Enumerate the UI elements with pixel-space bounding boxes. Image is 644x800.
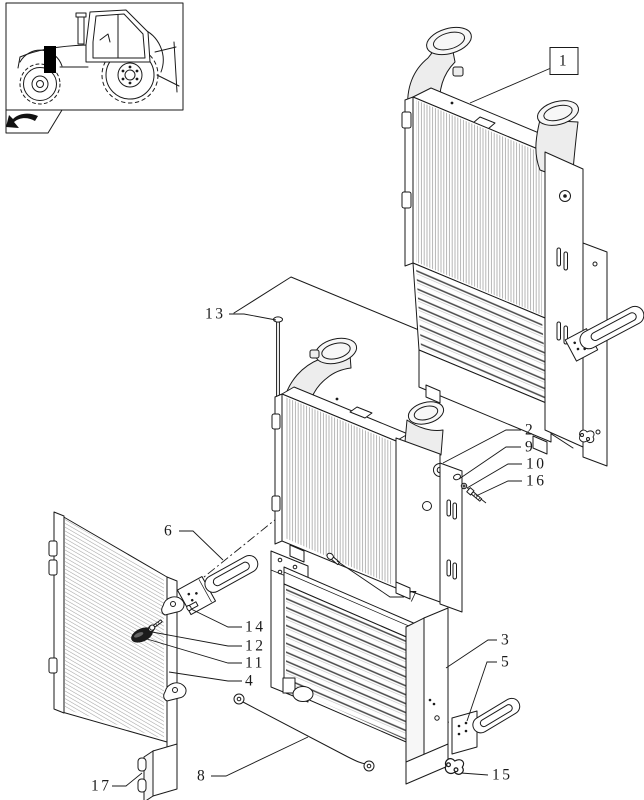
bolt-7	[326, 552, 341, 566]
callout-9-label: 9	[525, 439, 535, 456]
callout-14-leader	[190, 608, 242, 628]
side-frame-plate	[582, 242, 608, 467]
left-duct-opening	[426, 26, 472, 56]
callout-6-leader	[179, 530, 224, 561]
callout-15-leader	[460, 772, 489, 776]
callout-1-leader	[469, 67, 552, 104]
assembly-cooling-pack	[401, 26, 644, 467]
radiator-frame-assembly	[270, 550, 449, 785]
tractor-side-view-icon	[17, 9, 180, 105]
callout-13-leader	[229, 313, 277, 321]
washer-10	[460, 482, 468, 490]
callout-11-leader	[146, 638, 242, 664]
component-location-highlight	[44, 46, 56, 73]
right-duct-opening	[536, 100, 580, 126]
intercooler-tank	[395, 437, 441, 603]
condenser	[48, 511, 199, 753]
callout-5-label: 5	[501, 654, 511, 671]
callout-17-label: 17	[91, 778, 112, 795]
stay-rod	[233, 693, 375, 772]
callout-4-leader	[168, 671, 242, 682]
clip-15	[444, 758, 465, 775]
frame-lower	[418, 349, 552, 443]
page-turn-arrow-icon	[5, 109, 63, 134]
callout-3-label: 3	[501, 632, 511, 649]
callout-14-label: 14	[245, 619, 266, 636]
callout-5-leader	[466, 661, 497, 722]
callout-9-leader	[458, 446, 521, 480]
callout-2-label: 2	[525, 422, 535, 439]
pin-14	[186, 601, 199, 611]
intercooler	[271, 337, 463, 613]
hinge-bracket-17	[137, 743, 178, 800]
callout-2-leader	[442, 429, 521, 464]
screw-11	[149, 619, 163, 631]
callout-13-label: 13	[205, 306, 226, 323]
callout-1-label: 1	[559, 53, 569, 70]
callout-3-leader	[445, 639, 497, 669]
callout-12-leader	[151, 631, 242, 647]
callout-8-leader	[211, 736, 309, 777]
callout-1-box	[549, 47, 579, 75]
fasteners	[453, 473, 483, 502]
callout-12-label: 12	[245, 638, 266, 655]
strap-bracket-lower	[451, 697, 521, 755]
callout-10-label: 10	[526, 456, 547, 473]
strap-bracket-upper	[176, 555, 259, 616]
condenser-hinge-lower	[163, 682, 187, 702]
callout-11-label: 11	[245, 655, 265, 672]
assembly-strap-bracket	[564, 305, 644, 362]
location-thumbnail	[5, 2, 184, 134]
callout-15-label: 15	[492, 767, 513, 784]
screw-9	[453, 473, 461, 481]
callout-16-leader	[475, 480, 522, 497]
assembly-clip	[579, 429, 595, 444]
callout-8-label: 8	[197, 768, 207, 785]
callout-17-leader	[112, 772, 143, 787]
callout-7-leader	[336, 560, 404, 598]
callout-4-label: 4	[245, 673, 255, 690]
bolt-16	[466, 487, 483, 502]
callout-6-label: 6	[164, 523, 174, 540]
condenser-hinge-upper	[161, 596, 185, 616]
callout-16-label: 16	[526, 473, 547, 490]
callout-7-label: 7	[409, 589, 419, 606]
callout-10-leader	[466, 463, 522, 489]
